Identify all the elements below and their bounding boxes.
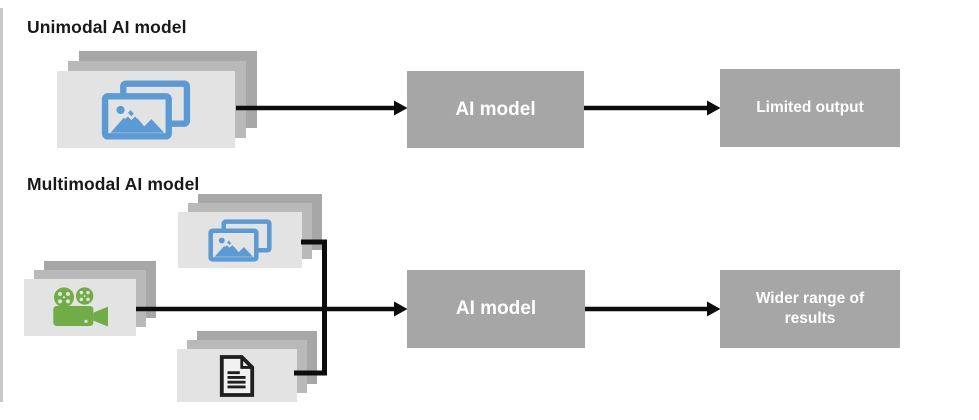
multimodal-section-title: Multimodal AI model (27, 174, 200, 194)
multimodal-video-input-stack (24, 261, 164, 341)
stack-card-front (57, 71, 235, 148)
video-camera-icon (53, 286, 108, 327)
arrow-multimodal-inputs-to-model (136, 301, 408, 317)
ai-model-label: AI model (455, 98, 536, 120)
slide-edge-line (0, 8, 3, 402)
image-stack-icon (208, 218, 272, 262)
multimodal-ai-model-box: AI model (407, 270, 585, 348)
document-icon (219, 354, 255, 397)
multimodal-output-box: Wider range of results (720, 270, 900, 348)
multimodal-document-input-stack (177, 331, 327, 407)
unimodal-output-box: Limited output (720, 69, 900, 147)
unimodal-ai-model-box: AI model (407, 71, 584, 148)
arrow-model-to-limited-output (584, 100, 721, 116)
wider-range-label: Wider range of results (755, 289, 865, 327)
arrow-model-to-wider-range (585, 301, 721, 317)
stack-card-front (177, 349, 297, 402)
image-stack-icon (101, 79, 191, 140)
unimodal-image-input-stack (57, 51, 317, 151)
stack-card-front (178, 212, 302, 268)
multimodal-image-input-stack (178, 194, 328, 274)
ai-model-label: AI model (455, 298, 537, 319)
stack-card-front (24, 279, 136, 336)
limited-output-label: Limited output (756, 99, 864, 116)
unimodal-section-title: Unimodal AI model (27, 17, 187, 37)
